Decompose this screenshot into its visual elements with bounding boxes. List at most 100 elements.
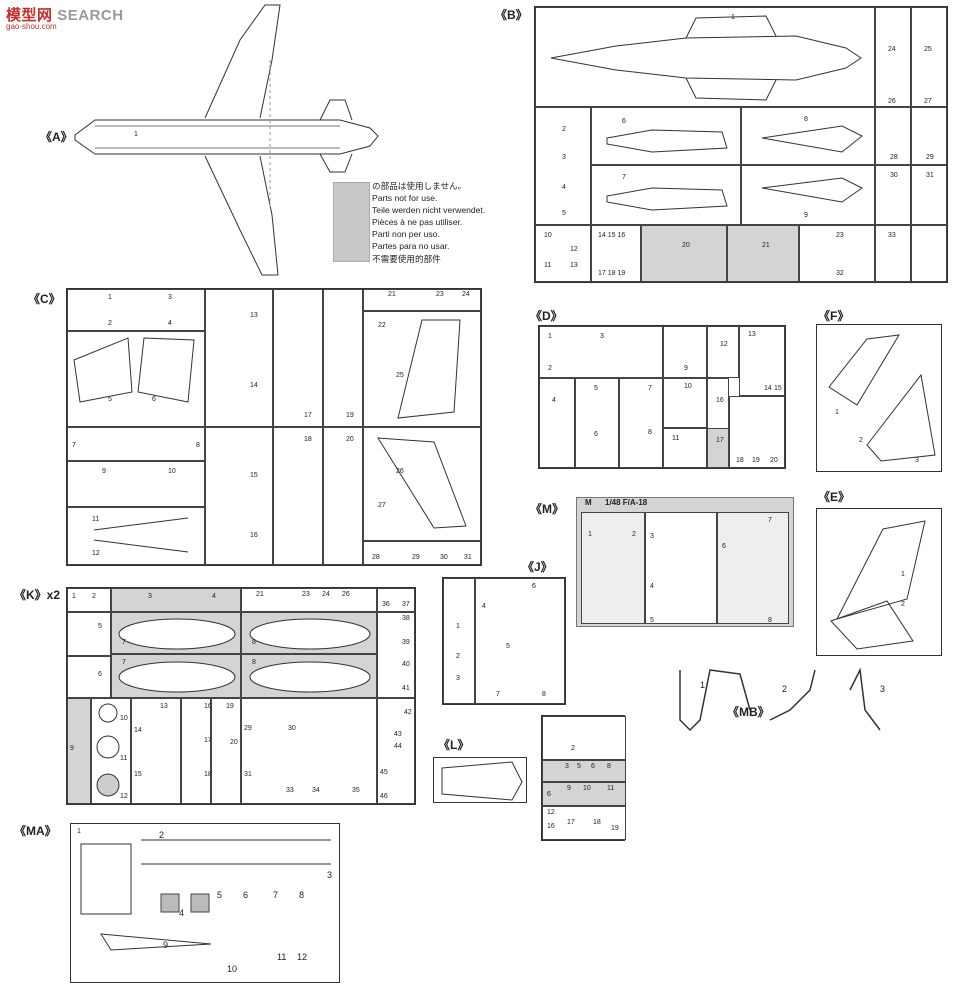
not-for-use-legend: の部品は使用しません。 Parts not for use. Teile wer… <box>372 180 485 265</box>
sheet-label-f: 《F》 <box>818 309 850 323</box>
part-b-7: 7 <box>591 165 741 225</box>
sprue-ma: 1 2 3 4 5 6 7 8 9 10 11 12 <box>70 823 340 983</box>
sheet-label-e: 《E》 <box>818 490 851 504</box>
part-b-8: 8 <box>741 107 875 165</box>
watermark-url: gao-shou.com <box>6 22 57 31</box>
part-b-24-26: 24 26 <box>875 7 911 107</box>
part-m-6-8: 6 7 8 <box>717 512 789 624</box>
part-c-9-10: 9 10 <box>67 461 205 507</box>
legend-line: 不需要使用的部件 <box>372 253 441 264</box>
sprue-j: 1 2 3 4 5 6 7 8 <box>442 577 566 705</box>
mb-part-3: 3 <box>880 684 886 694</box>
part-l-12-20: 12 16 17 18 19 <box>542 806 626 840</box>
part-k-3-4: 3 4 <box>111 588 241 612</box>
part-k-8b: 8 <box>241 654 377 698</box>
part-c-21-24: 21 23 24 <box>363 289 481 311</box>
part-k-6: 6 <box>67 656 111 698</box>
legend-line: Parts not for use. <box>372 193 438 204</box>
part-d-11: 11 <box>663 428 707 468</box>
part-k-29-35: 29 30 31 33 34 35 <box>241 698 377 804</box>
part-a-1-label: 1 <box>134 131 138 138</box>
part-j-1-3: 1 2 3 <box>443 578 475 704</box>
part-b-28: 28 <box>875 107 911 165</box>
watermark-text: SEARCH <box>57 7 124 24</box>
part-d-12: 12 <box>707 326 739 378</box>
part-c-1-4: 1 2 3 4 <box>67 289 205 331</box>
sheet-label-d: 《D》 <box>530 309 563 323</box>
part-d-9: 9 <box>663 326 707 378</box>
part-b-2-5: 2 3 4 5 <box>535 107 591 225</box>
part-c-20: 20 <box>323 427 363 565</box>
part-b-10-13: 10 11 12 13 <box>535 225 591 282</box>
part-b-29: 29 <box>911 107 947 165</box>
sprue-m-title: 1/48 F/A-18 <box>605 498 648 507</box>
part-m-3-5: 3 4 5 <box>645 512 717 624</box>
sprue-e: 1 2 <box>816 508 942 656</box>
part-c-17: 17 <box>273 289 323 427</box>
mb-part-1: 1 <box>700 680 706 690</box>
part-b-14-19: 14 15 16 17 18 19 <box>591 225 641 282</box>
part-d-18-20: 18 19 20 <box>729 396 785 468</box>
sprue-k: 1 2 3 4 21 23 24 26 36 37 5 6 7 8 7 8 38… <box>66 587 416 805</box>
part-d-1-3: 1 2 3 <box>539 326 663 378</box>
sprue-d: 1 2 3 9 12 13 14 15 4 5 6 7 8 10 11 16 1… <box>538 325 786 469</box>
part-j-4-8: 4 5 6 7 8 <box>475 578 565 704</box>
part-c-28-31: 28 29 30 31 <box>363 541 481 565</box>
part-b-25-27: 25 27 <box>911 7 947 107</box>
part-b-6: 6 <box>591 107 741 165</box>
part-l-2: 2 <box>542 716 626 760</box>
part-k-1-2: 1 2 <box>67 588 111 612</box>
sheet-label-k: 《K》x2 <box>14 588 61 602</box>
part-k-10-12: 10 11 12 <box>91 698 131 804</box>
part-b-31: 31 <box>911 165 947 225</box>
part-b-33 <box>911 225 947 282</box>
part-m-1-2: 1 2 <box>581 512 645 624</box>
part-c-7-8: 7 8 <box>67 427 205 461</box>
part-b-20: 20 <box>641 225 727 282</box>
part-c-13-14: 13 14 <box>205 289 273 427</box>
part-l-3-8: 3 5 6 8 <box>542 760 626 782</box>
sheet-label-l: 《L》 <box>438 738 470 752</box>
part-d-4: 4 <box>539 378 575 468</box>
part-b-9: 9 <box>741 165 875 225</box>
sprue-f: 1 2 3 <box>816 324 942 472</box>
mb-landing-gear-drawing <box>679 667 881 732</box>
part-d-7-8: 7 8 <box>619 378 663 468</box>
part-c-18: 18 <box>273 427 323 565</box>
legend-line: Partes para no usar. <box>372 241 450 252</box>
part-d-13-15: 13 14 15 <box>739 326 785 396</box>
sprue-l: 2 3 5 6 8 6 9 10 11 12 16 17 18 19 <box>541 715 626 841</box>
part-k-16-18: 16 17 18 <box>181 698 212 804</box>
part-b-1: 1 <box>535 7 875 107</box>
part-l-9-11: 6 9 10 11 <box>542 782 626 806</box>
part-d-17: 17 <box>707 428 729 468</box>
not-for-use-swatch <box>333 182 370 262</box>
sheet-label-b: 《B》 <box>495 8 528 22</box>
part-k-7a: 7 <box>111 612 241 654</box>
part-k-36-37: 36 37 <box>377 588 415 612</box>
legend-line: Pièces à ne pas utiliser. <box>372 217 463 228</box>
part-c-19: 19 <box>323 289 363 427</box>
part-c-22-25: 22 25 <box>363 311 481 427</box>
part-c-15-16: 15 16 <box>205 427 273 565</box>
part-k-21-27: 21 23 24 26 <box>241 588 377 612</box>
part-d-10: 10 <box>663 378 707 428</box>
part-c-11-12: 11 12 <box>67 507 205 565</box>
sprue-b: 1 24 26 25 27 2 3 4 5 6 7 8 9 28 29 30 3… <box>534 6 948 283</box>
sheet-label-c: 《C》 <box>28 292 61 306</box>
legend-line: Parti non per uso. <box>372 229 440 240</box>
part-c-26-27: 26 27 <box>363 427 481 541</box>
part-b-30: 30 <box>875 165 911 225</box>
part-k-5: 5 <box>67 612 111 656</box>
sprue-c: 1 2 3 4 5 6 7 8 9 10 11 12 13 14 15 16 1… <box>66 288 482 566</box>
part-c-5-6: 5 6 <box>67 331 205 427</box>
sprue-m: M 1/48 F/A-18 1 2 3 4 5 6 7 8 <box>576 497 794 627</box>
watermark: 模型网 SEARCH <box>6 4 124 25</box>
part-k-8a: 8 <box>241 612 377 654</box>
part-b-21: 21 <box>727 225 799 282</box>
part-k-19-20: 19 20 <box>211 698 241 804</box>
part-k-42-46: 42 43 44 45 46 <box>377 698 415 804</box>
mb-part-2: 2 <box>782 684 788 694</box>
legend-line: の部品は使用しません。 <box>372 181 467 191</box>
